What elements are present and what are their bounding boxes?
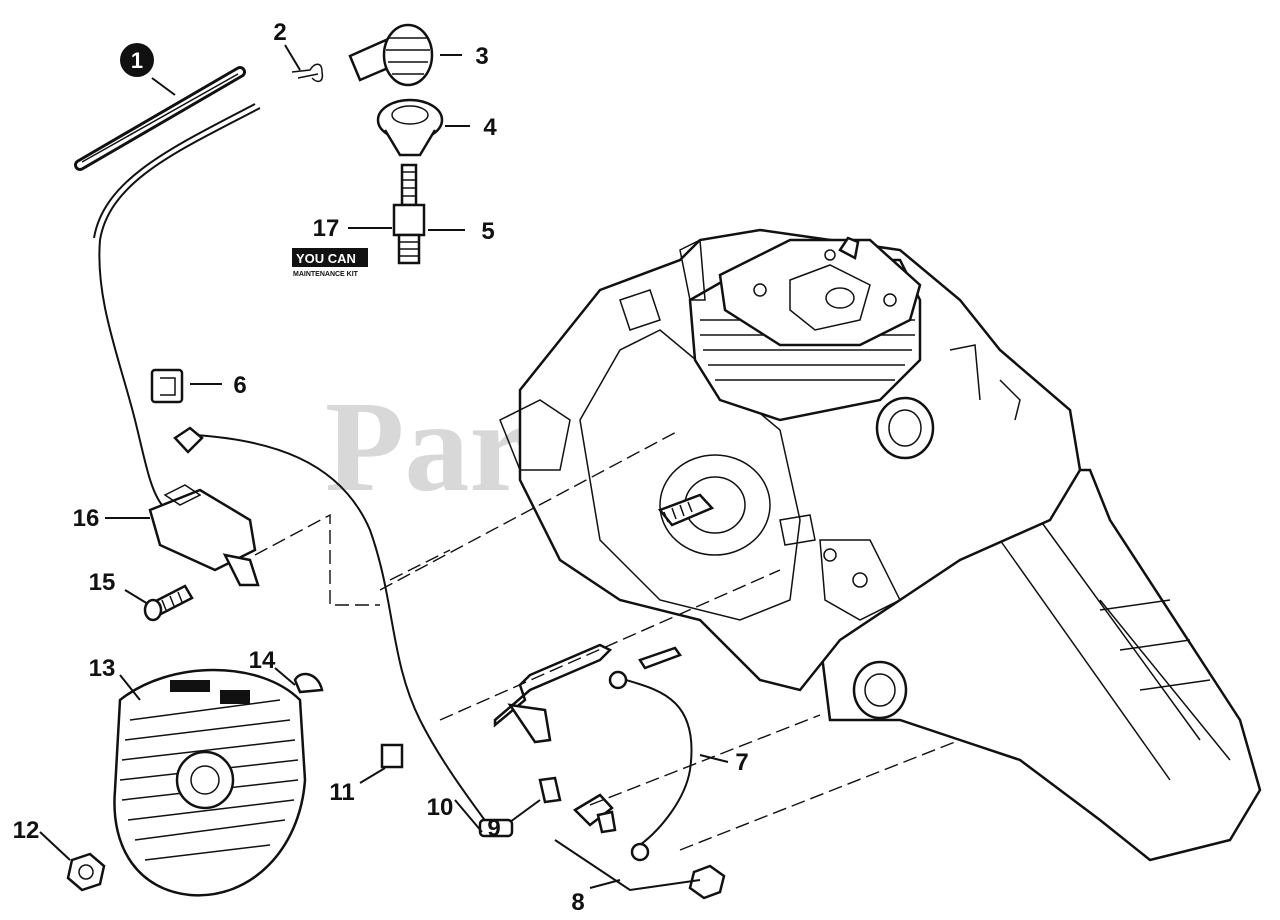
callout-15: 15	[89, 569, 116, 596]
kit-badge-line1: YOU CAN	[296, 251, 356, 266]
callout-6: 6	[233, 372, 246, 399]
part-14-key	[293, 672, 324, 694]
leader-lines	[39, 44, 729, 889]
callout-14: 14	[249, 647, 276, 674]
part-8-group	[554, 839, 726, 900]
callout-8: 8	[571, 889, 584, 916]
callout-5: 5	[481, 218, 494, 245]
callout-3: 3	[475, 43, 488, 70]
part-12-nut	[66, 852, 106, 892]
part-9-stop-switch	[538, 776, 617, 834]
wire-boot-top	[173, 426, 204, 454]
callout-10: 10	[427, 794, 454, 821]
maintenance-kit-badge: YOU CAN MAINTENANCE KIT	[292, 248, 368, 278]
ignition-lead-wire	[98, 107, 261, 506]
callout-12: 12	[13, 817, 40, 844]
part-3-spark-plug-boot	[348, 23, 434, 87]
callout-4: 4	[483, 114, 497, 141]
part-15-screw	[143, 584, 194, 622]
part-7-ground-lead	[608, 670, 693, 862]
part-4-grommet	[376, 98, 444, 157]
part-2-spring-clip	[291, 63, 324, 83]
callout-labels: 1 2 3 4 5 6 7 8 9 10 11 12 13 14 15 16 1…	[13, 19, 749, 916]
part-16-ignition-coil	[148, 484, 260, 587]
callout-13: 13	[89, 655, 116, 682]
switch-bracket	[493, 643, 682, 744]
callout-2: 2	[273, 19, 286, 46]
kit-badge-line2: MAINTENANCE KIT	[293, 271, 359, 278]
callout-1: 1	[131, 48, 143, 73]
part-1-fuel-line	[74, 66, 246, 171]
ground-wire	[194, 434, 493, 831]
part-10-terminal	[478, 818, 514, 838]
callout-11: 11	[329, 779, 354, 806]
assembly-lines	[254, 429, 961, 851]
part-11-connector	[380, 743, 404, 769]
part-5-spark-plug	[392, 163, 426, 265]
callout-7: 7	[735, 749, 748, 776]
engine-crankcase	[499, 228, 1262, 862]
part-6-wire-clip	[150, 368, 184, 404]
part-13-flywheel	[113, 668, 307, 897]
callout-9: 9	[487, 815, 500, 842]
callout-1-marker	[120, 43, 154, 77]
callout-17: 17	[313, 215, 340, 242]
callout-16: 16	[73, 505, 100, 532]
